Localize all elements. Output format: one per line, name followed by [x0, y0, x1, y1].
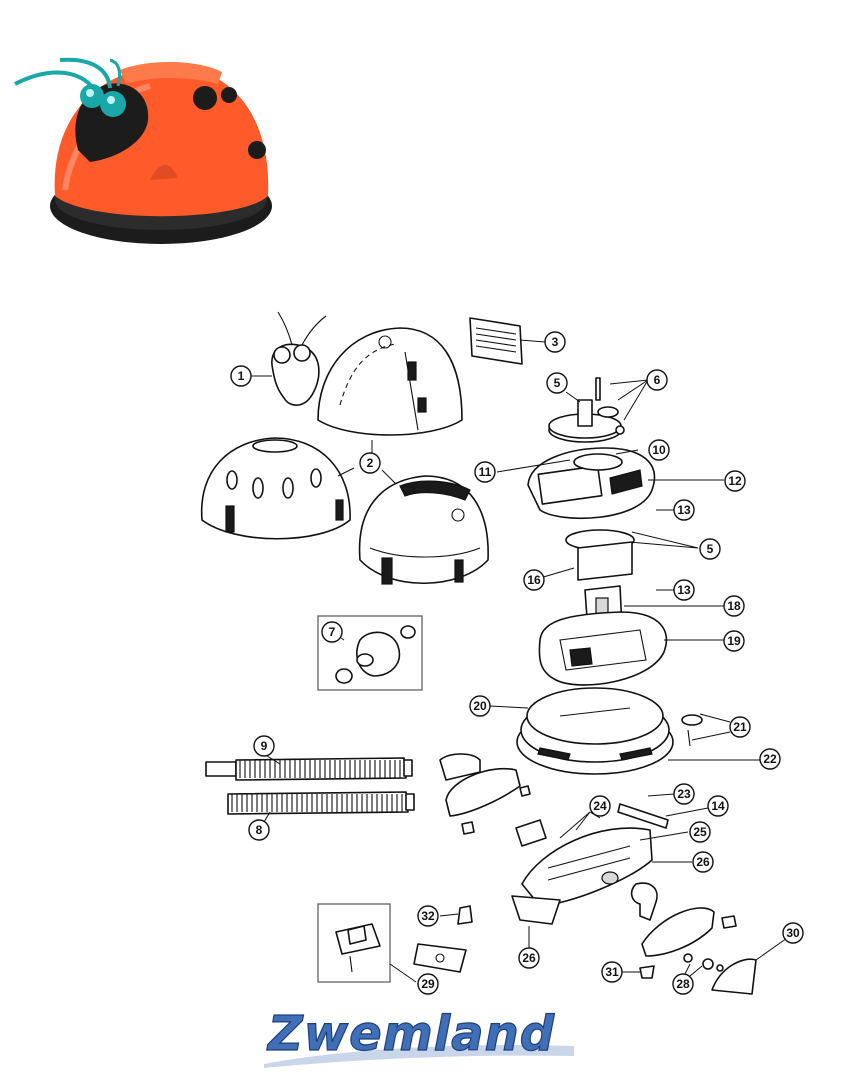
svg-text:8: 8 [256, 823, 263, 837]
callout-20: 20 [469, 695, 491, 717]
callout-31: 31 [601, 961, 623, 983]
svg-text:26: 26 [522, 951, 536, 965]
part-20-22-base [516, 687, 674, 775]
part-number-callouts: 1 2 3 5 5 6 7 8 9 10 11 12 13 13 14 16 1… [230, 331, 804, 995]
zwemland-logo: Zwemland [264, 1006, 574, 1068]
callout-3: 3 [544, 331, 566, 353]
svg-text:16: 16 [527, 573, 541, 587]
svg-text:22: 22 [763, 752, 777, 766]
callout-18: 18 [723, 595, 745, 617]
svg-text:1: 1 [238, 369, 245, 383]
svg-text:26: 26 [696, 855, 710, 869]
callout-12: 12 [724, 470, 746, 492]
svg-text:2: 2 [367, 456, 374, 470]
callout-19: 19 [723, 630, 745, 652]
part-track-assemblies [439, 753, 757, 995]
callout-1: 1 [230, 365, 252, 387]
svg-text:7: 7 [329, 625, 336, 639]
svg-text:28: 28 [676, 977, 690, 991]
callout-26a: 26 [692, 851, 714, 873]
svg-text:18: 18 [727, 599, 741, 613]
callout-2: 2 [359, 452, 381, 474]
callout-16: 16 [523, 569, 545, 591]
part-1-head [271, 311, 327, 406]
svg-text:23: 23 [677, 787, 691, 801]
part-10-11-12-cover [527, 447, 656, 519]
ladybug-pool-robot-icon [14, 57, 272, 244]
svg-text:10: 10 [652, 443, 666, 457]
leader-lines [250, 339, 791, 983]
callout-23: 23 [673, 783, 695, 805]
callout-26b: 26 [518, 947, 540, 969]
part-29-32-mount [317, 903, 473, 983]
svg-text:25: 25 [693, 825, 707, 839]
callout-24: 24 [589, 795, 611, 817]
callout-22: 22 [759, 748, 781, 770]
svg-text:31: 31 [605, 965, 619, 979]
callout-7: 7 [321, 621, 343, 643]
callout-5b: 5 [699, 538, 721, 560]
callout-9: 9 [253, 735, 275, 757]
part-2-dome-right [358, 475, 489, 585]
svg-text:24: 24 [593, 799, 607, 813]
svg-text:19: 19 [727, 634, 741, 648]
callout-30: 30 [782, 922, 804, 944]
callout-29: 29 [417, 973, 439, 995]
part-8-hose [227, 791, 415, 815]
svg-text:30: 30 [786, 926, 800, 940]
part-2-shell-top [317, 327, 463, 436]
part-3-filter-grid [469, 317, 523, 365]
svg-text:3: 3 [552, 335, 559, 349]
part-21-cap-screw [681, 714, 703, 747]
svg-text:5: 5 [707, 542, 714, 556]
svg-text:20: 20 [473, 699, 487, 713]
callout-13a: 13 [673, 499, 695, 521]
svg-text:Zwemland: Zwemland [266, 1006, 555, 1062]
callout-11: 11 [474, 461, 496, 483]
callout-32: 32 [417, 905, 439, 927]
svg-text:21: 21 [733, 720, 747, 734]
callout-6: 6 [646, 369, 668, 391]
callout-8: 8 [248, 819, 270, 841]
svg-text:13: 13 [677, 503, 691, 517]
part-5-6-gear-assembly [548, 377, 625, 443]
callout-14: 14 [707, 795, 729, 817]
callout-28: 28 [672, 973, 694, 995]
part-19-housing [538, 611, 668, 686]
svg-text:14: 14 [711, 799, 725, 813]
svg-text:29: 29 [421, 977, 435, 991]
svg-text:32: 32 [421, 909, 435, 923]
part-2-dome-left [200, 437, 351, 540]
svg-text:6: 6 [654, 373, 661, 387]
callout-25: 25 [689, 821, 711, 843]
part-16-18-motor [565, 529, 635, 633]
callout-5a: 5 [546, 372, 568, 394]
svg-text:11: 11 [479, 465, 492, 479]
part-9-hose [205, 757, 413, 781]
callout-10: 10 [648, 439, 670, 461]
svg-text:13: 13 [677, 583, 691, 597]
callout-21: 21 [729, 716, 751, 738]
svg-text:5: 5 [554, 376, 561, 390]
svg-text:12: 12 [728, 474, 742, 488]
svg-text:9: 9 [261, 739, 268, 753]
callout-13b: 13 [673, 579, 695, 601]
part-7-wheel-assembly [317, 615, 423, 691]
